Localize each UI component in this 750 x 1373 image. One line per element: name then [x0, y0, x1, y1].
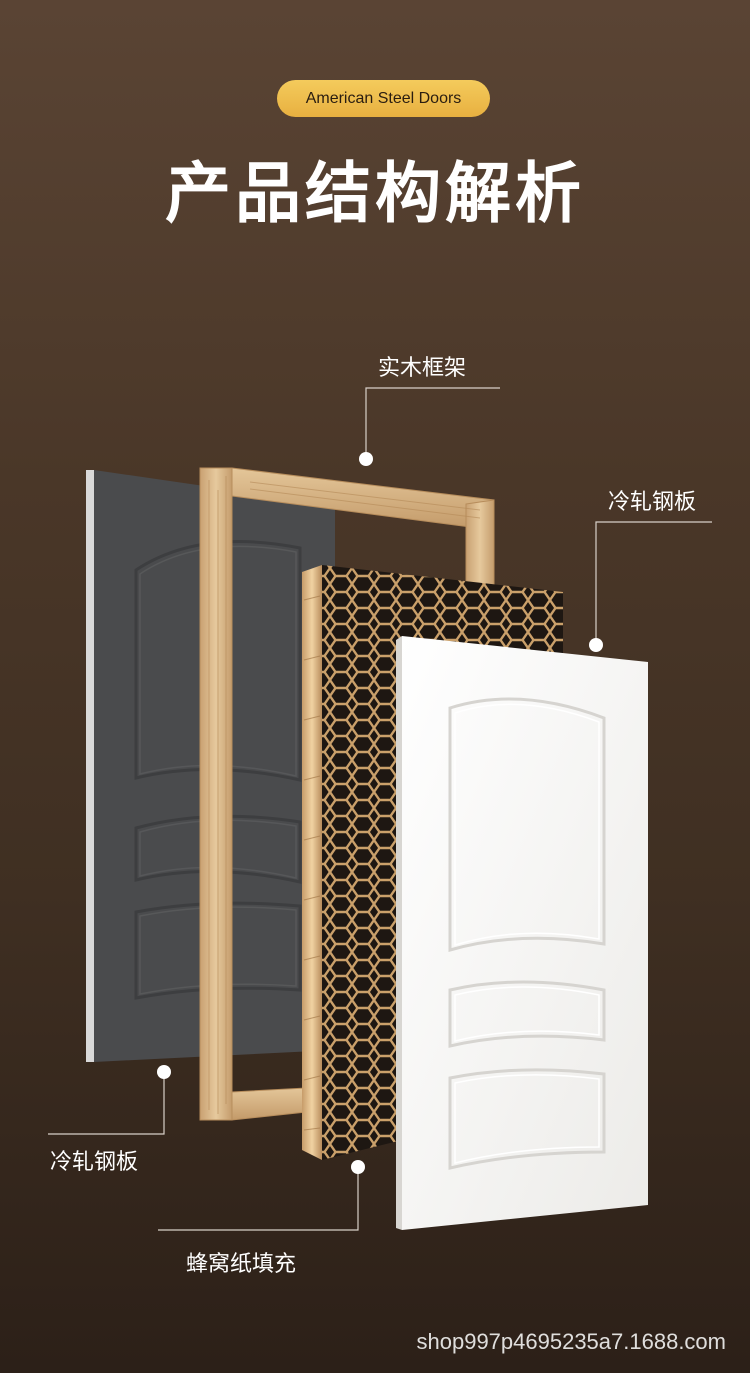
- honeycomb-callout-dot: [351, 1160, 365, 1174]
- front-steel-panel: [396, 636, 648, 1230]
- callout-lines: [48, 387, 712, 1231]
- page-title: 产品结构解析: [165, 155, 585, 232]
- frame-callout-dot: [359, 452, 373, 466]
- brand-badge: American Steel Doors: [277, 80, 490, 117]
- callout-dots: [157, 452, 603, 1174]
- wood-frame: [199, 467, 495, 1121]
- back-panel-callout-dot: [157, 1065, 171, 1079]
- shop-watermark: shop997p4695235a7.1688.com: [416, 1329, 727, 1354]
- front-panel-label: 冷轧钢板: [608, 490, 697, 515]
- honeycomb-label: 蜂窝纸填充: [186, 1252, 297, 1277]
- frame-label: 实木框架: [378, 356, 467, 381]
- front-panel-callout-dot: [589, 638, 603, 652]
- back-panel-label: 冷轧钢板: [50, 1150, 139, 1175]
